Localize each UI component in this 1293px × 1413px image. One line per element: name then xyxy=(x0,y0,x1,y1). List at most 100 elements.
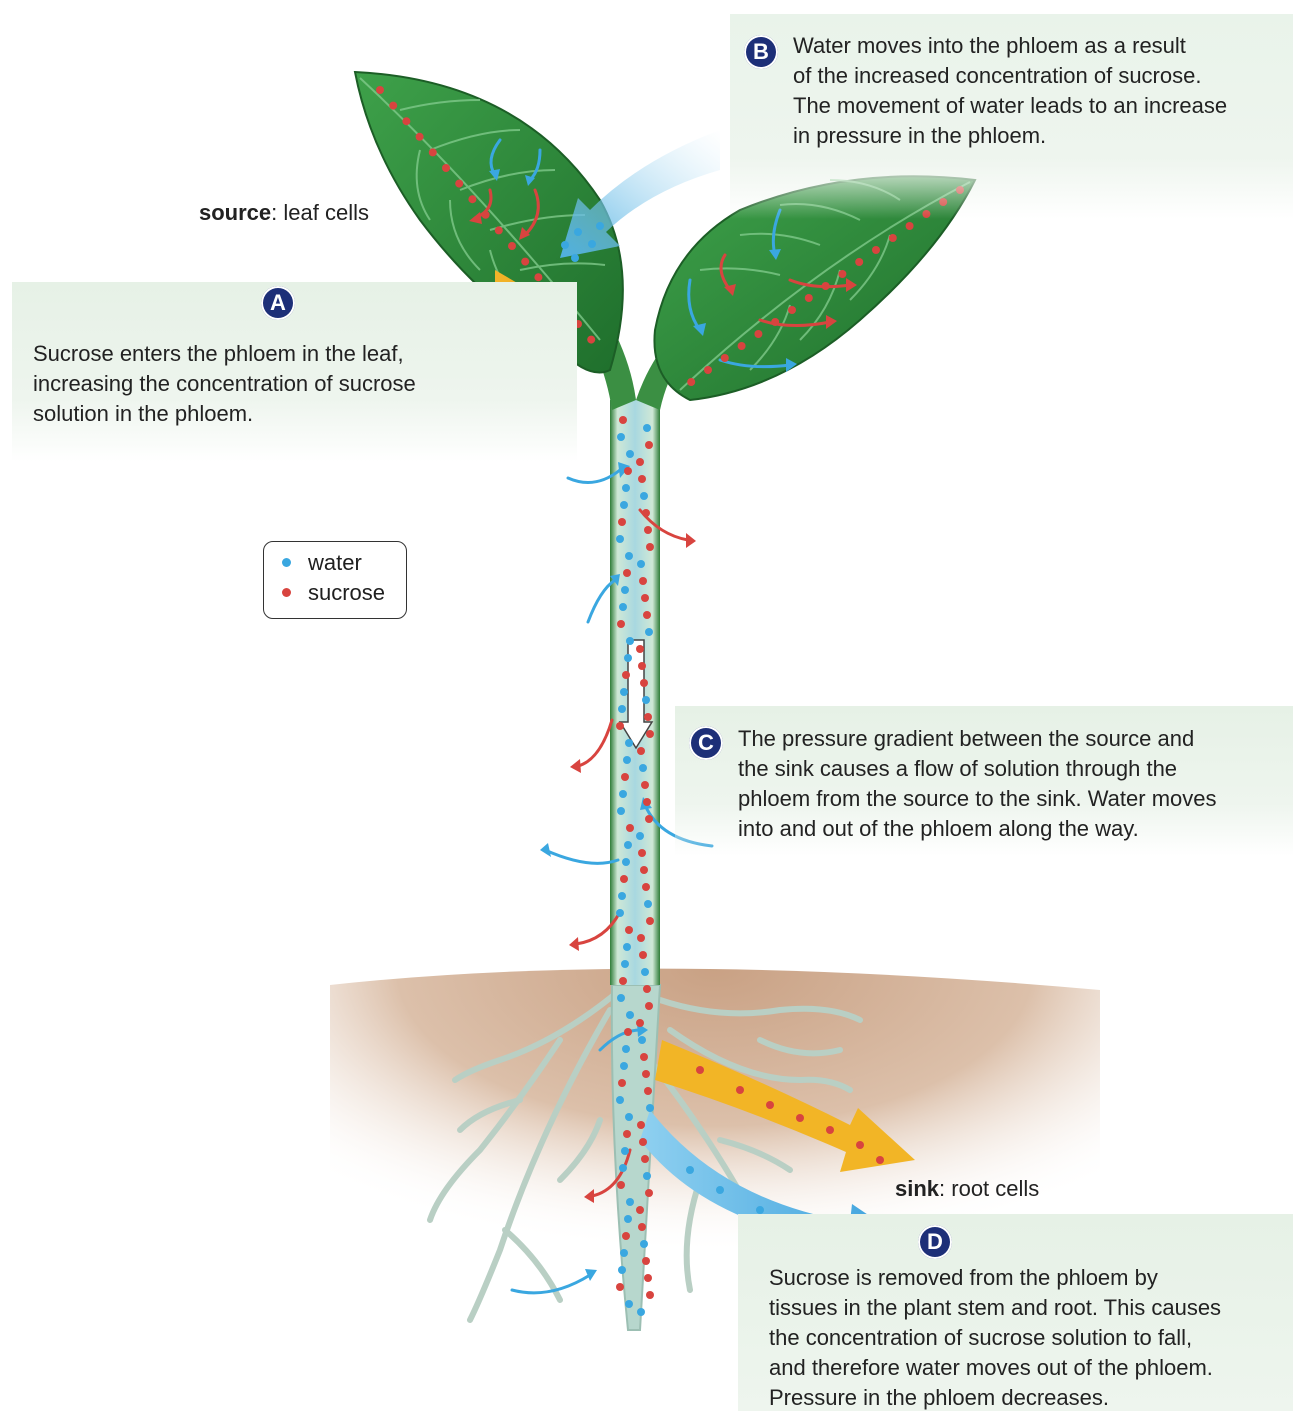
sucrose-molecule xyxy=(623,1130,631,1138)
water-molecule xyxy=(637,1308,645,1316)
water-molecule xyxy=(637,560,645,568)
sucrose-molecule xyxy=(521,258,529,266)
sucrose-molecule xyxy=(736,1086,744,1094)
sucrose-molecule xyxy=(622,1232,630,1240)
water-molecule xyxy=(643,1172,651,1180)
water-molecule xyxy=(619,1164,627,1172)
water-molecule xyxy=(642,696,650,704)
water-molecule xyxy=(621,1147,629,1155)
legend: water sucrose xyxy=(263,541,407,619)
sucrose-molecule xyxy=(838,270,846,278)
sucrose-molecule xyxy=(646,917,654,925)
water-molecule xyxy=(617,807,625,815)
water-molecule xyxy=(620,1062,628,1070)
source-label: source: leaf cells xyxy=(199,199,369,227)
sucrose-molecule xyxy=(643,798,651,806)
sucrose-molecule xyxy=(636,1206,644,1214)
water-molecule xyxy=(756,1206,764,1214)
step-a-text: Sucrose enters the phloem in the leaf, i… xyxy=(33,339,416,429)
water-molecule xyxy=(644,900,652,908)
sucrose-molecule xyxy=(788,306,796,314)
step-c-badge: C xyxy=(689,726,723,760)
water-molecule xyxy=(574,228,582,236)
sucrose-molecule xyxy=(429,148,437,156)
water-dot-icon xyxy=(282,558,291,567)
sucrose-molecule xyxy=(639,1138,647,1146)
water-molecule xyxy=(622,1045,630,1053)
water-molecule xyxy=(638,1036,646,1044)
sucrose-molecule xyxy=(640,1053,648,1061)
sucrose-molecule xyxy=(642,1257,650,1265)
sucrose-molecule xyxy=(822,282,830,290)
sucrose-molecule xyxy=(620,875,628,883)
legend-water-label: water xyxy=(308,549,362,577)
sucrose-molecule xyxy=(587,336,595,344)
water-molecule xyxy=(561,241,569,249)
step-b-badge: B xyxy=(744,35,778,69)
sucrose-molecule xyxy=(696,1066,704,1074)
sucrose-molecule xyxy=(644,526,652,534)
step-b-text: Water moves into the phloem as a result … xyxy=(793,31,1227,151)
sucrose-molecule xyxy=(640,866,648,874)
water-molecule xyxy=(626,637,634,645)
sucrose-molecule xyxy=(906,222,914,230)
sucrose-molecule xyxy=(638,662,646,670)
water-molecule xyxy=(641,968,649,976)
step-d-text: Sucrose is removed from the phloem by ti… xyxy=(769,1263,1221,1413)
water-molecule xyxy=(716,1186,724,1194)
water-molecule xyxy=(636,832,644,840)
sucrose-flow-arrow xyxy=(578,720,612,766)
sucrose-molecule xyxy=(721,354,729,362)
sucrose-arrowhead xyxy=(686,533,696,548)
water-molecule xyxy=(616,1096,624,1104)
sucrose-molecule xyxy=(876,1156,884,1164)
sucrose-molecule xyxy=(796,1114,804,1122)
water-molecule xyxy=(621,960,629,968)
water-arrowhead xyxy=(540,843,551,857)
sucrose-molecule xyxy=(621,773,629,781)
sucrose-molecule xyxy=(625,926,633,934)
source-label-rest: : leaf cells xyxy=(271,200,369,225)
sucrose-molecule xyxy=(468,195,476,203)
sucrose-molecule xyxy=(826,1126,834,1134)
water-molecule xyxy=(622,858,630,866)
sucrose-molecule xyxy=(856,1141,864,1149)
sucrose-molecule xyxy=(641,594,649,602)
water-molecule xyxy=(625,552,633,560)
sucrose-molecule xyxy=(771,318,779,326)
sucrose-molecule xyxy=(495,226,503,234)
water-molecule xyxy=(618,1266,626,1274)
sucrose-molecule xyxy=(416,133,424,141)
sucrose-arrowhead xyxy=(569,937,579,951)
sucrose-molecule xyxy=(616,722,624,730)
step-a-badge: A xyxy=(261,286,295,320)
sucrose-molecule xyxy=(638,1223,646,1231)
water-molecule xyxy=(624,654,632,662)
sucrose-molecule xyxy=(622,671,630,679)
sucrose-molecule xyxy=(704,366,712,374)
water-molecule xyxy=(639,764,647,772)
sucrose-molecule xyxy=(482,211,490,219)
water-molecule xyxy=(616,909,624,917)
sucrose-molecule xyxy=(639,577,647,585)
sucrose-molecule xyxy=(616,1283,624,1291)
step-d-badge: D xyxy=(918,1225,952,1259)
water-molecule xyxy=(640,492,648,500)
sucrose-molecule xyxy=(617,1181,625,1189)
water-molecule xyxy=(621,586,629,594)
sucrose-dot-icon xyxy=(282,588,291,597)
water-molecule xyxy=(619,790,627,798)
water-molecule xyxy=(618,705,626,713)
sucrose-molecule xyxy=(645,815,653,823)
water-molecule xyxy=(625,1113,633,1121)
sucrose-molecule xyxy=(754,330,762,338)
water-molecule xyxy=(571,254,579,262)
sucrose-molecule xyxy=(738,342,746,350)
sucrose-molecule xyxy=(642,509,650,517)
water-molecule xyxy=(626,1011,634,1019)
source-label-bold: source xyxy=(199,200,271,225)
sucrose-molecule xyxy=(389,102,397,110)
sink-label-bold: sink xyxy=(895,1176,939,1201)
water-molecule xyxy=(617,994,625,1002)
water-molecule xyxy=(640,1240,648,1248)
